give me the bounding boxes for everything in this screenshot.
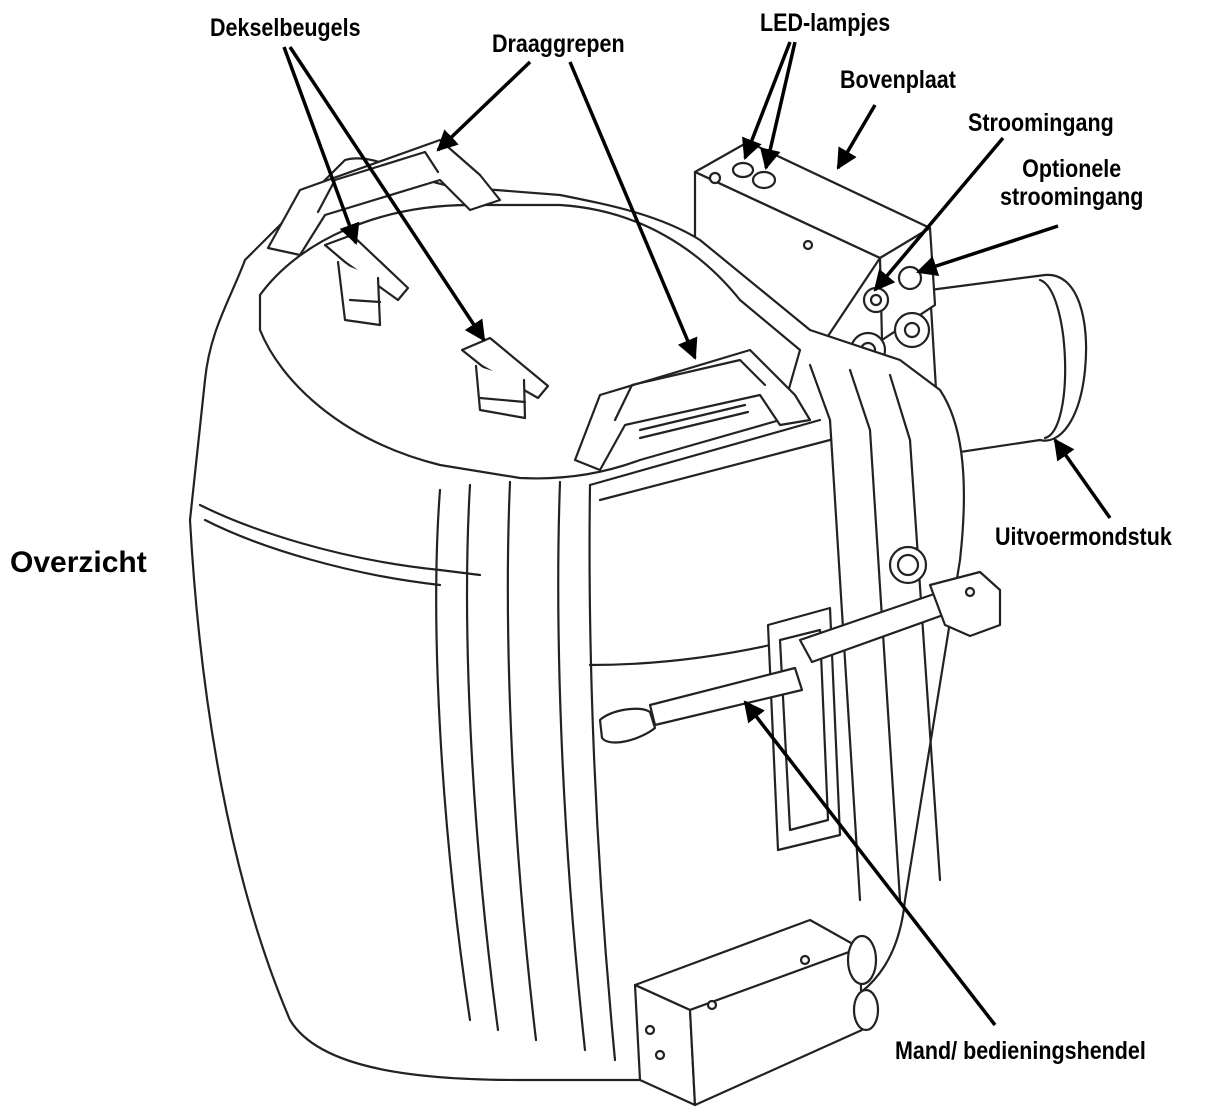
label-optionele-line-2: stroomingang — [1000, 182, 1144, 211]
overview-title: Overzicht — [10, 546, 147, 579]
label-dekselbeugels: Dekselbeugels — [210, 14, 361, 42]
callout-arrows — [282, 41, 1112, 1027]
outlet-nozzle — [928, 273, 1088, 457]
arrow-bovenplaat — [836, 104, 877, 170]
arrow-stroomingang — [873, 136, 1005, 292]
label-mand-bedieningshendel: Mand/ bedieningshendel — [895, 1037, 1146, 1065]
arrow-mand — [743, 700, 997, 1027]
control-lever — [598, 545, 1002, 852]
arrow-draaggrepen-1 — [436, 60, 532, 152]
arrow-uitvoermondstuk — [1053, 438, 1112, 520]
label-stroomingang: Stroomingang — [968, 109, 1114, 137]
label-led-lampjes: LED-lampjes — [760, 9, 891, 37]
label-optionele-line-1: Optionele — [1022, 155, 1122, 183]
top-plate-box — [693, 140, 937, 369]
carry-handles — [266, 138, 812, 472]
label-optionele-stroomingang: Optionele stroomingang — [1000, 155, 1144, 211]
bottom-box — [633, 918, 880, 1107]
pump-illustration — [188, 138, 1088, 1107]
lid-clips — [323, 233, 550, 420]
label-bovenplaat: Bovenplaat — [840, 66, 956, 94]
arrow-optionele-stroomingang — [916, 224, 1059, 277]
label-draaggrepen: Draaggrepen — [492, 30, 625, 58]
arrow-draaggrepen-2 — [568, 61, 698, 360]
arrow-dekselbeugels-2 — [288, 46, 486, 342]
arrow-led-1 — [742, 41, 792, 160]
label-uitvoermondstuk: Uitvoermondstuk — [995, 523, 1172, 551]
arrow-dekselbeugels-1 — [282, 46, 360, 245]
arrow-led-2 — [760, 41, 797, 171]
